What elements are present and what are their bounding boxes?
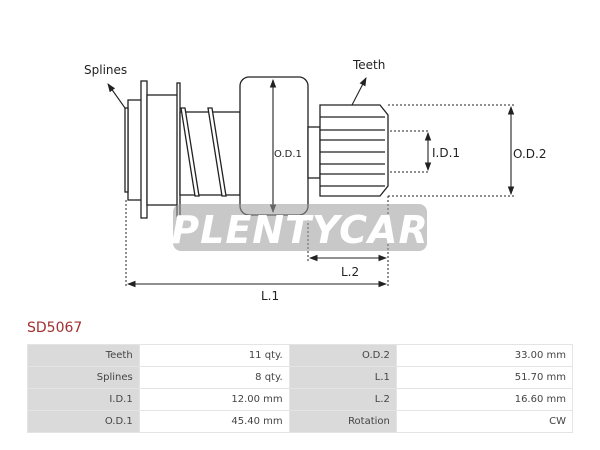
od2-label: O.D.2 <box>513 147 546 161</box>
dimension-lines <box>125 104 515 288</box>
spec-label: Splines <box>27 366 140 389</box>
part-code: SD5067 <box>27 320 83 336</box>
l2-label: L.2 <box>341 265 359 279</box>
spec-value: 16.60 mm <box>395 388 574 411</box>
spec-label: Teeth <box>27 344 140 367</box>
spec-value: 12.00 mm <box>138 388 290 411</box>
spec-value: 45.40 mm <box>138 410 290 433</box>
spec-value: CW <box>395 410 574 433</box>
part-drawing <box>124 76 389 219</box>
teeth-label: Teeth <box>352 58 385 72</box>
watermark-logo: PLENTYCAR <box>171 208 428 252</box>
spec-label: L.2 <box>288 388 397 411</box>
spec-value: 11 qty. <box>138 344 290 367</box>
l1-label: L.1 <box>261 289 279 303</box>
splines-label: Splines <box>84 63 127 77</box>
od1-label: O.D.1 <box>274 149 302 160</box>
spec-label: Rotation <box>288 410 397 433</box>
spec-label: L.1 <box>288 366 397 389</box>
watermark-background <box>173 204 427 251</box>
starter-drive-diagram: Splines Teeth O.D.1 I.D.1 O.D.2 L.2 L.1 … <box>84 58 546 303</box>
spec-label: O.D.1 <box>27 410 140 433</box>
spec-value: 51.70 mm <box>395 366 574 389</box>
spec-label: I.D.1 <box>27 388 140 411</box>
spec-label: O.D.2 <box>288 344 397 367</box>
dimension-arrows <box>107 77 515 288</box>
id1-label: I.D.1 <box>432 146 460 160</box>
spec-value: 33.00 mm <box>395 344 574 367</box>
spec-value: 8 qty. <box>138 366 290 389</box>
